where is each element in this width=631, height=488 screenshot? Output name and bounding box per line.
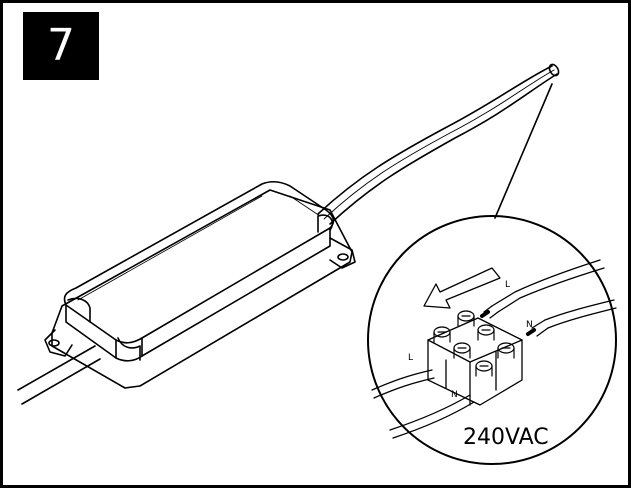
insert-direction-arrow	[423, 267, 501, 309]
voltage-label: 240VAC	[463, 425, 549, 450]
neutral-label-top: N	[526, 320, 533, 330]
live-label-left: L	[408, 353, 413, 363]
output-cable	[317, 63, 560, 225]
callout-wires	[371, 259, 617, 439]
live-label-top: L	[505, 280, 510, 290]
neutral-label-bottom: N	[451, 390, 458, 400]
leader-line	[494, 83, 553, 219]
terminal-screws	[433, 310, 515, 377]
detail-callout-circle	[367, 215, 617, 465]
step-number-badge: 7	[23, 12, 99, 80]
stripped-wire-ends	[480, 310, 536, 336]
led-driver-housing	[44, 181, 356, 389]
terminal-block	[427, 317, 523, 406]
